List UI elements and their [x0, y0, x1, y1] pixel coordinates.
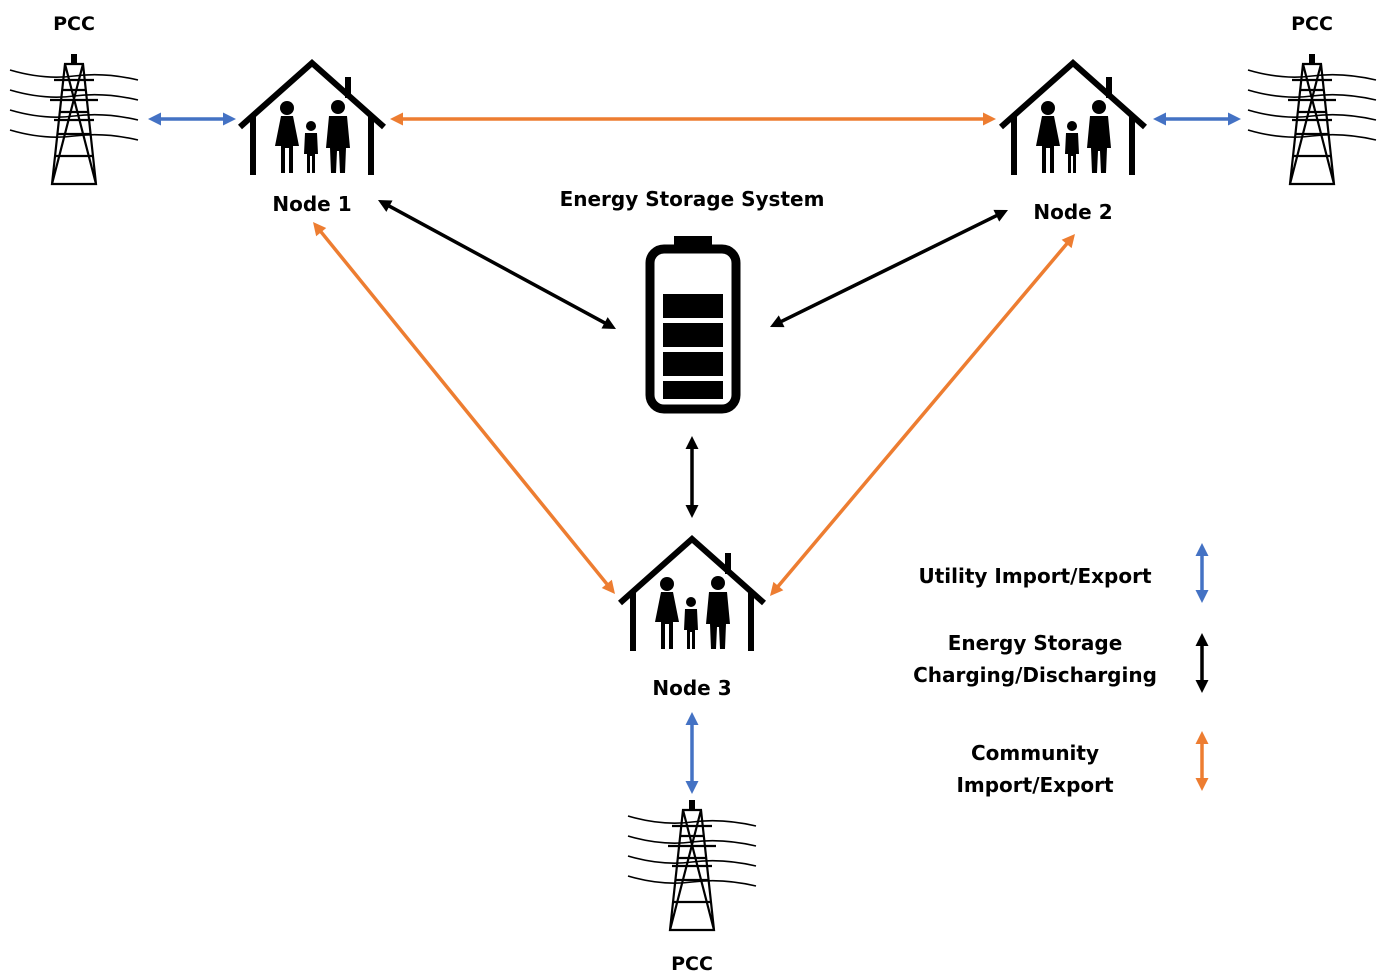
legend-storage-label-1: Energy Storage: [948, 631, 1123, 655]
community-arrow-node1-node2: [390, 112, 996, 126]
tower-left-icon: [8, 52, 140, 186]
storage-arrow-node2: [770, 209, 1008, 328]
house-node2-icon: [1001, 63, 1145, 175]
node3-label: Node 3: [652, 676, 731, 700]
pcc-bottom-label: PCC: [671, 953, 713, 973]
community-arrow-node1-node3: [313, 222, 615, 594]
node2-label: Node 2: [1033, 200, 1112, 224]
utility-arrow-node1: [148, 112, 236, 126]
pcc-right-label: PCC: [1291, 13, 1333, 35]
utility-arrow-node3: [685, 712, 699, 794]
tower-right-icon: [1246, 52, 1378, 186]
battery-icon: [645, 236, 741, 414]
house-node3-icon: [620, 539, 764, 651]
legend-community-label-1: Community: [971, 741, 1099, 765]
legend-community-arrow: [1195, 731, 1209, 791]
utility-arrow-node2: [1153, 112, 1241, 126]
house-node1-icon: [240, 63, 384, 175]
diagram-title: Energy Storage System: [560, 187, 825, 211]
community-arrow-node2-node3: [770, 234, 1075, 596]
storage-arrow-node3: [685, 436, 699, 518]
legend-storage-arrow: [1195, 633, 1209, 693]
node1-label: Node 1: [272, 192, 351, 216]
legend-utility-arrow: [1195, 543, 1209, 603]
tower-bottom-icon: [626, 798, 758, 932]
legend-storage-label-2: Charging/Discharging: [913, 663, 1157, 687]
legend: Utility Import/Export Energy Storage Cha…: [913, 564, 1157, 797]
flow-arrows: [148, 112, 1241, 794]
pcc-left-label: PCC: [53, 13, 95, 35]
legend-community-label-2: Import/Export: [956, 773, 1114, 797]
storage-arrow-node1: [378, 200, 616, 329]
legend-utility-label: Utility Import/Export: [918, 564, 1151, 588]
